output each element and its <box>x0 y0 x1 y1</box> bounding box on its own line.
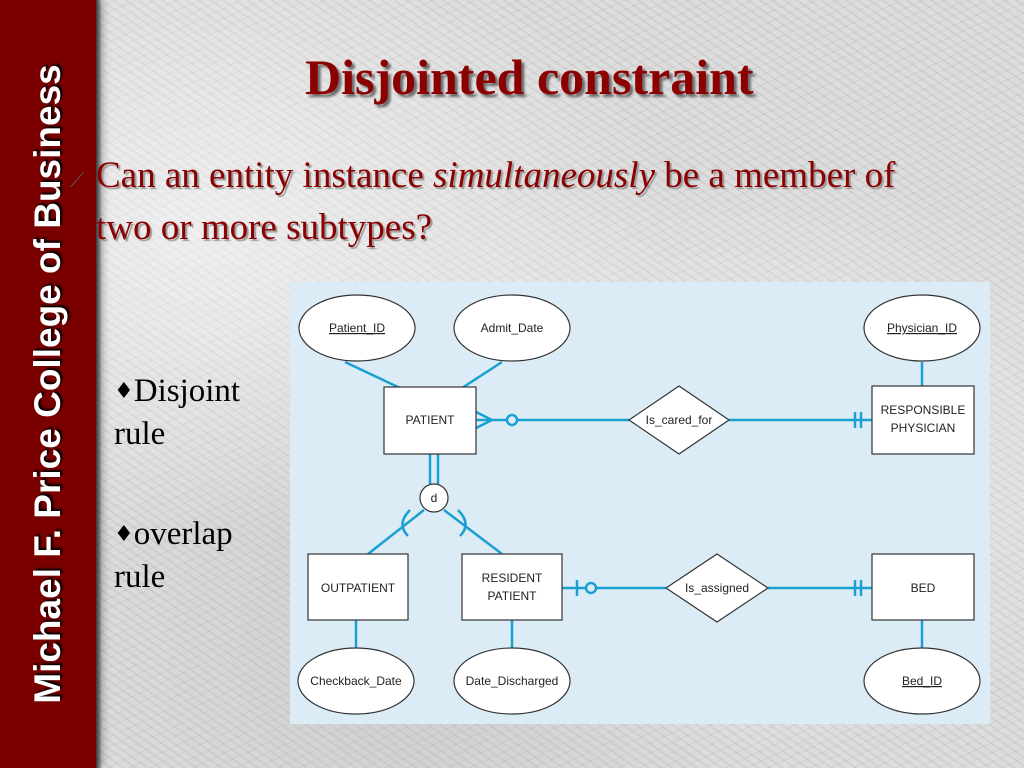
bullet-text: Disjoint rule <box>114 373 241 452</box>
crowsfoot-bottom <box>475 418 493 430</box>
entity-responsible-physician <box>871 385 975 455</box>
sidebar-banner: Michael F. Price College of Business <box>0 0 96 768</box>
bullet-overlap: ♦overlap rule <box>114 513 284 598</box>
label-patient: PATIENT <box>406 413 456 427</box>
label-is-cared-for: Is_cared_for <box>646 413 713 427</box>
attr-admit-date <box>453 294 571 362</box>
question-before: Can an entity instance <box>96 155 434 196</box>
label-bed: BED <box>911 581 936 595</box>
question-after: be a member of two or more subtypes? <box>96 155 896 248</box>
rel-is-assigned <box>664 553 770 623</box>
slide-title: Disjointed constraint <box>305 49 754 105</box>
rel-is-cared-for <box>627 385 731 455</box>
label-physician-id: Physician_ID <box>887 321 957 335</box>
connector-lines <box>344 360 924 648</box>
label-checkback-date: Checkback_Date <box>310 674 402 688</box>
entity-outpatient <box>307 553 409 621</box>
entity-resident-patient <box>461 553 563 621</box>
sidebar-shadow <box>96 0 102 768</box>
attr-date-discharged <box>453 647 571 715</box>
label-outpatient: OUTPATIENT <box>321 581 396 595</box>
diamond-bullet-icon: ♦ <box>114 522 134 547</box>
label-bed-id: Bed_ID <box>902 674 942 688</box>
label-admit-date: Admit_Date <box>481 321 544 335</box>
er-diagram: Patient_ID Admit_Date Physician_ID Check… <box>290 282 990 724</box>
subset-arc-left <box>401 509 411 537</box>
attr-bed-id <box>863 647 981 715</box>
subset-arc-right <box>457 509 467 537</box>
diamond-bullet-icon: ♦ <box>114 379 134 404</box>
entity-bed <box>871 553 975 621</box>
label-physician: PHYSICIAN <box>891 421 956 435</box>
bullet-disjoint: ♦Disjoint rule <box>114 370 284 455</box>
question-text: Can an entity instance simultaneously be… <box>96 150 916 254</box>
line-admit-date <box>461 360 503 390</box>
bullet-list: ♦Disjoint rule ♦overlap rule <box>114 370 284 656</box>
er-diagram-svg: Patient_ID Admit_Date Physician_ID Check… <box>297 294 981 715</box>
attr-checkback-date <box>297 647 415 715</box>
line-d-resident <box>443 509 503 555</box>
optional-circle <box>505 413 519 427</box>
label-constraint-d: d <box>431 491 438 505</box>
attr-physician-id <box>863 294 981 362</box>
bullet-text: overlap rule <box>114 516 233 595</box>
label-resident-patient: PATIENT <box>488 589 538 603</box>
line-patient-id <box>344 360 401 390</box>
question-emphasis: simultaneously <box>433 155 655 196</box>
check-mark-icon: ⟋ <box>70 168 84 192</box>
college-name: Michael F. Price College of Business <box>27 64 68 704</box>
optional-circle-2 <box>584 581 598 595</box>
constraint-circle <box>419 483 449 513</box>
label-patient-id: Patient_ID <box>329 321 385 335</box>
crowsfoot-top <box>475 410 493 422</box>
label-is-assigned: Is_assigned <box>685 581 749 595</box>
attr-patient-id <box>298 294 416 362</box>
label-resident: RESIDENT <box>482 571 543 585</box>
line-d-outpatient <box>367 509 425 555</box>
entity-patient <box>383 386 477 455</box>
label-date-discharged: Date_Discharged <box>466 674 559 688</box>
label-responsible: RESPONSIBLE <box>881 403 966 417</box>
